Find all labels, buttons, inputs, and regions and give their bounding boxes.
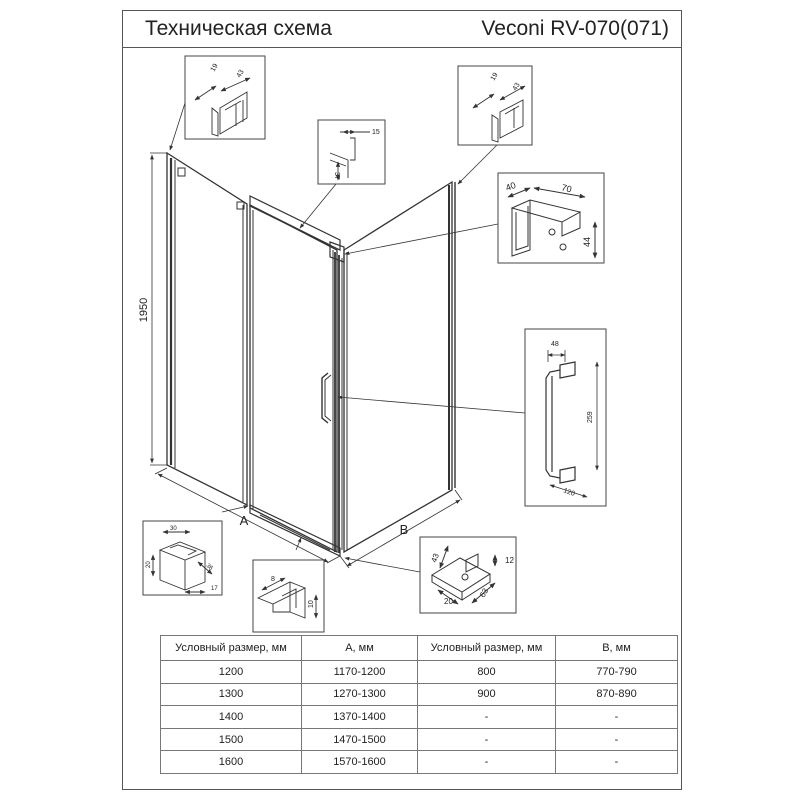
detail-dim-label: 17 [211,586,218,592]
height-dimension-label: 1950 [138,298,150,322]
table-cell: 900 [417,682,556,707]
table-cell: 800 [417,660,556,684]
detail-profile-right: 19 43 [457,65,533,146]
detail-dim-label: 20 [444,597,453,606]
table-cell: 1500 [160,727,302,752]
detail-dim-label: 259 [587,411,594,423]
table-cell: 1370-1400 [301,705,418,729]
door-panel [249,203,338,554]
table-cell: - [417,727,556,752]
detail-dim-label: 19 [490,72,500,82]
detail-dim-label: 43 [512,82,522,92]
detail-dim-label: 19 [210,63,220,73]
detail-dim-label: 12 [505,556,514,565]
table-cell: 1300 [160,682,302,707]
detail-bottom-left: 30 20 36 17 [142,520,223,596]
table-cell: 1400 [160,705,302,729]
table-row: 1200 1170-1200 800 770-790 [160,660,678,684]
detail-profile-left: 19 43 [184,55,266,140]
detail-dim-label: 15 [372,129,380,136]
table-cell: - [555,750,678,774]
detail-dim-label: 37 [333,172,340,180]
table-cell: 1170-1200 [301,660,418,684]
table-header-cell: Условный размер, мм [160,635,302,661]
size-table: Условный размер, мм A, мм Условный разме… [160,635,678,774]
detail-dim-label: 43 [429,552,441,564]
detail-dim-label: 36 [205,563,214,572]
table-cell: - [555,705,678,729]
door-handle [321,372,329,424]
shower-enclosure [166,151,456,557]
table-cell: 770-790 [555,660,678,684]
table-row: 1600 1570-1600 - - [160,750,678,774]
table-cell: 1200 [160,660,302,684]
table-cell: - [555,727,678,752]
detail-dim-label: 44 [582,237,592,247]
table-cell: 1270-1300 [301,682,418,707]
detail-top-bar: 15 37 [317,119,386,185]
table-cell: 870-890 [555,682,678,707]
table-header-row: Условный размер, мм A, мм Условный разме… [160,635,678,661]
table-cell: 1470-1500 [301,727,418,752]
table-header-cell: A, мм [301,635,418,661]
table-header-cell: Условный размер, мм [417,635,556,661]
detail-dim-label: 120 [562,487,575,498]
table-row: 1500 1470-1500 - - [160,727,678,752]
detail-dim-label: 70 [560,182,572,194]
width-b-label: B [400,522,409,537]
detail-dim-label: 8 [271,576,275,583]
top-bar [249,195,341,251]
detail-bottom-corner: 43 12 20 63 [419,536,517,614]
detail-dim-label: 40 [504,180,517,193]
width-a-label: A [240,513,249,528]
detail-dim-label: 48 [551,341,559,348]
leader-lines [169,102,526,573]
table-header-cell: B, мм [555,635,678,661]
detail-dim-label: 43 [236,69,246,79]
header-bar: Техническая схема Veconi RV-070(071) [122,10,682,48]
right-side-panel [343,180,453,554]
table-row: 1300 1270-1300 900 870-890 [160,682,678,707]
detail-corner-bracket: 40 70 44 [497,172,605,264]
dimension-lines [150,152,463,569]
detail-dim-label: 10 [308,600,315,608]
left-fixed-panel [166,151,248,507]
detail-bottom-profile: 8 10 [252,559,325,633]
detail-dim-label: 30 [170,526,177,532]
detail-dim-label: 20 [146,561,152,568]
table-row: 1400 1370-1400 - - [160,705,678,729]
schema-title: Техническая схема [145,17,332,40]
table-cell: - [417,750,556,774]
model-name: Veconi RV-070(071) [481,17,669,40]
table-cell: - [417,705,556,729]
table-cell: 1570-1600 [301,750,418,774]
detail-handle: 48 259 120 [524,328,607,507]
table-cell: 1600 [160,750,302,774]
